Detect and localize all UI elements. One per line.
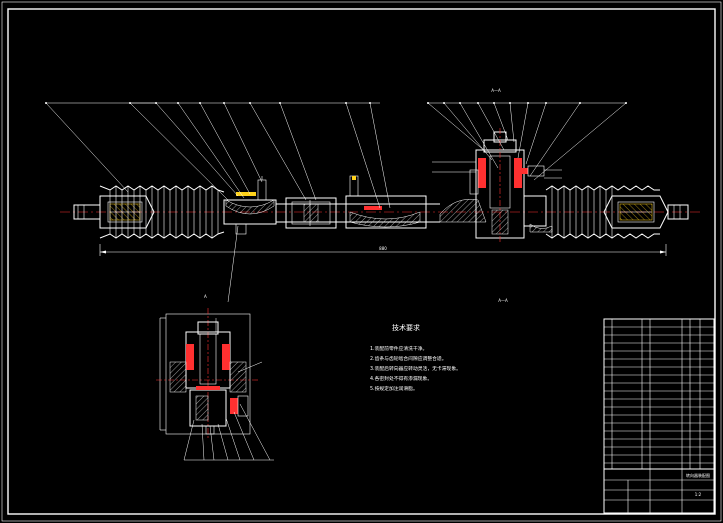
rack-tube [276,175,440,229]
parts-list-table [603,318,715,470]
tech-note-2: 2.齿条与齿轮啮合间隙应调整合适。 [370,355,447,362]
pinion-housing [439,128,545,244]
left-housing [223,176,277,235]
technical-requirements: 技术要求 1.装配前零件应清洗干净。 2.齿条与齿轮啮合间隙应调整合适。 3.装… [370,323,461,392]
right-housing [523,195,553,233]
title-block-scale: 1:2 [695,492,702,497]
overall-dimension: 880 [99,244,667,256]
tech-notes-title: 技术要求 [392,323,420,332]
leader-balloon-dots [45,102,627,104]
detail-section-label: A [204,294,207,299]
leader-lines-left [45,102,391,209]
detail-reference-line [227,225,239,303]
left-tie-rod-end [73,195,155,229]
main-assembly-view: 880 A—A A—A [60,88,700,303]
section-label-top: A—A [491,88,501,93]
overall-dimension-value: 880 [379,246,387,251]
tech-note-5: 5.按规定加注润滑脂。 [370,385,418,392]
right-rubber-boot [545,185,660,239]
tech-note-3: 3.装配后转向器应转动灵活，无卡滞现象。 [370,365,461,372]
title-block: 转向器装配图 1:2 [603,468,715,514]
right-tie-rod-end [603,195,689,229]
title-block-drawing-name: 转向器装配图 [686,472,710,478]
left-rubber-boot [99,185,225,239]
pinion-detail-view [156,308,274,461]
tech-note-4: 4.各密封处不得有渗漏现象。 [370,375,432,382]
section-label-mid: A—A [498,298,508,303]
tech-note-1: 1.装配前零件应清洗干净。 [370,345,427,352]
